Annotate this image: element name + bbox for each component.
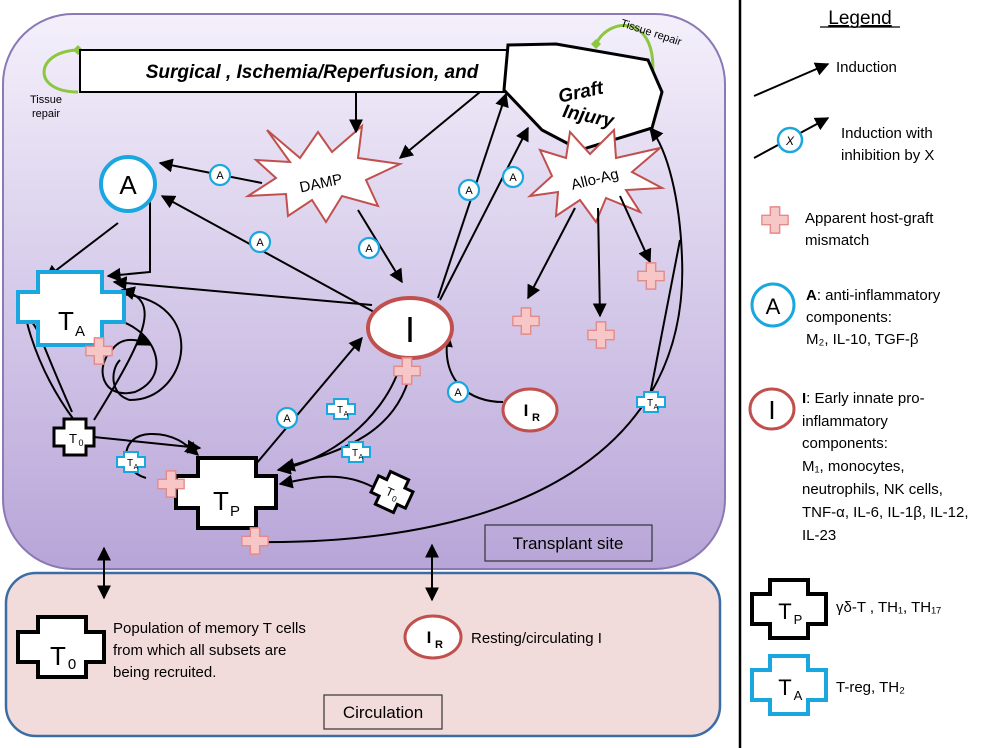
damp-node bbox=[244, 123, 404, 224]
legend-a-desc-3: M₂, IL-10, TGF-β bbox=[806, 331, 919, 348]
t0-node-sub: 0 bbox=[78, 438, 83, 448]
inhibitor-a-marker bbox=[275, 406, 299, 430]
inhibitor-a-marker bbox=[357, 236, 381, 260]
legend-ta-letter: T bbox=[778, 675, 791, 700]
legend-ta-desc: T-reg, TH₂ bbox=[836, 679, 905, 696]
legend-a-desc-2: components: bbox=[806, 309, 892, 326]
legend-i-desc-3: components: bbox=[802, 435, 888, 452]
tissue-repair-left-label-1: Tissue bbox=[30, 94, 62, 106]
legend-i-desc-5: neutrophils, NK cells, bbox=[802, 481, 943, 498]
legend-inhibition-marker-label: X bbox=[785, 134, 795, 148]
tp-node-sub: P bbox=[230, 503, 240, 520]
legend-i-desc-4: M₁, monocytes, bbox=[802, 458, 905, 475]
legend-i-desc-1: I: Early innate pro- bbox=[802, 390, 925, 407]
legend-inhibition-marker bbox=[776, 126, 804, 154]
circulation-t0-node bbox=[16, 615, 106, 679]
transplant-site-label: Transplant site bbox=[513, 534, 624, 553]
tissue-repair-left-arc bbox=[42, 48, 81, 94]
resting-text: Resting/circulating I bbox=[471, 630, 602, 647]
legend-tp-sub: P bbox=[794, 612, 803, 627]
tissue-repair-right-arc bbox=[594, 23, 655, 81]
ta-node-sub: A bbox=[75, 323, 85, 340]
a-node bbox=[99, 155, 157, 213]
ta-node-letter: T bbox=[58, 306, 74, 336]
legend-i-desc-7: IL-23 bbox=[802, 527, 836, 544]
tissue-repair-left-label-2: repair bbox=[32, 108, 60, 120]
ir-node bbox=[501, 387, 559, 433]
circulation-ir-sub: R bbox=[435, 639, 443, 651]
legend-inhibition-text-2: inhibition by X bbox=[841, 147, 934, 164]
circulation-region bbox=[4, 571, 722, 738]
ir-node-letter: I bbox=[524, 401, 529, 420]
inhibitor-a-marker bbox=[446, 380, 470, 404]
t0-node-rotated bbox=[368, 469, 416, 515]
i-node-label: I bbox=[405, 309, 415, 350]
legend-title: Legend bbox=[828, 8, 891, 29]
a-node-label: A bbox=[119, 170, 137, 200]
exchange-arrows bbox=[97, 543, 439, 602]
legend-i-letter: I bbox=[768, 395, 775, 425]
circulation-t0-letter: T bbox=[50, 641, 66, 671]
circulation-label-box bbox=[323, 694, 443, 730]
ir-node-sub: R bbox=[532, 412, 540, 424]
legend-tp-desc: γδ-T , TH₁, TH₁₇ bbox=[836, 599, 941, 616]
inhibitor-a-marker bbox=[457, 178, 481, 202]
legend-mismatch-text-2: mismatch bbox=[805, 232, 869, 249]
legend-induction-arrow bbox=[753, 62, 830, 97]
legend-mismatch-text-1: Apparent host-graft bbox=[805, 210, 934, 227]
transplant-site-label-box bbox=[484, 524, 653, 562]
memory-text-line2: from which all subsets are bbox=[113, 642, 286, 659]
tp-node-letter: T bbox=[213, 486, 229, 516]
legend-induction-text: Induction bbox=[836, 59, 897, 76]
inhibitor-a-marker bbox=[208, 163, 232, 187]
memory-text-line3: being recruited. bbox=[113, 664, 216, 681]
legend-i-node bbox=[748, 387, 796, 431]
legend-a-letter: A bbox=[766, 294, 781, 319]
inhibitor-a-marker bbox=[501, 165, 525, 189]
circulation-t0-sub: 0 bbox=[68, 656, 76, 673]
surgical-banner-text: Surgical , Ischemia/Reperfusion, and bbox=[146, 62, 479, 83]
legend-i-desc-2: inflammatory bbox=[802, 413, 888, 430]
memory-text-line1: Population of memory T cells bbox=[113, 620, 306, 637]
legend-inhibition-text-1: Induction with bbox=[841, 125, 933, 142]
t0-node bbox=[52, 417, 96, 457]
circulation-label: Circulation bbox=[343, 703, 423, 722]
circulation-ir-letter: I bbox=[427, 628, 432, 647]
legend-tp-node bbox=[750, 578, 828, 640]
repair-diamond bbox=[591, 39, 601, 49]
legend-a-node bbox=[750, 282, 796, 328]
allo-ag-node bbox=[526, 127, 666, 225]
legend-mismatch-marker bbox=[761, 206, 789, 234]
circulation-ir-node bbox=[403, 614, 463, 660]
t0-node-letter: T bbox=[69, 431, 77, 446]
t0-node-rotated-sub: 0 bbox=[390, 494, 398, 504]
legend-a-desc-1: A: anti-inflammatory bbox=[806, 287, 941, 304]
inhibitor-a-marker bbox=[248, 230, 272, 254]
legend-i-desc-6: TNF-α, IL-6, IL-1β, IL-12, bbox=[802, 504, 969, 521]
legend-ta-sub: A bbox=[794, 688, 803, 703]
legend-tp-letter: T bbox=[778, 599, 791, 624]
legend-ta-node bbox=[750, 654, 828, 716]
